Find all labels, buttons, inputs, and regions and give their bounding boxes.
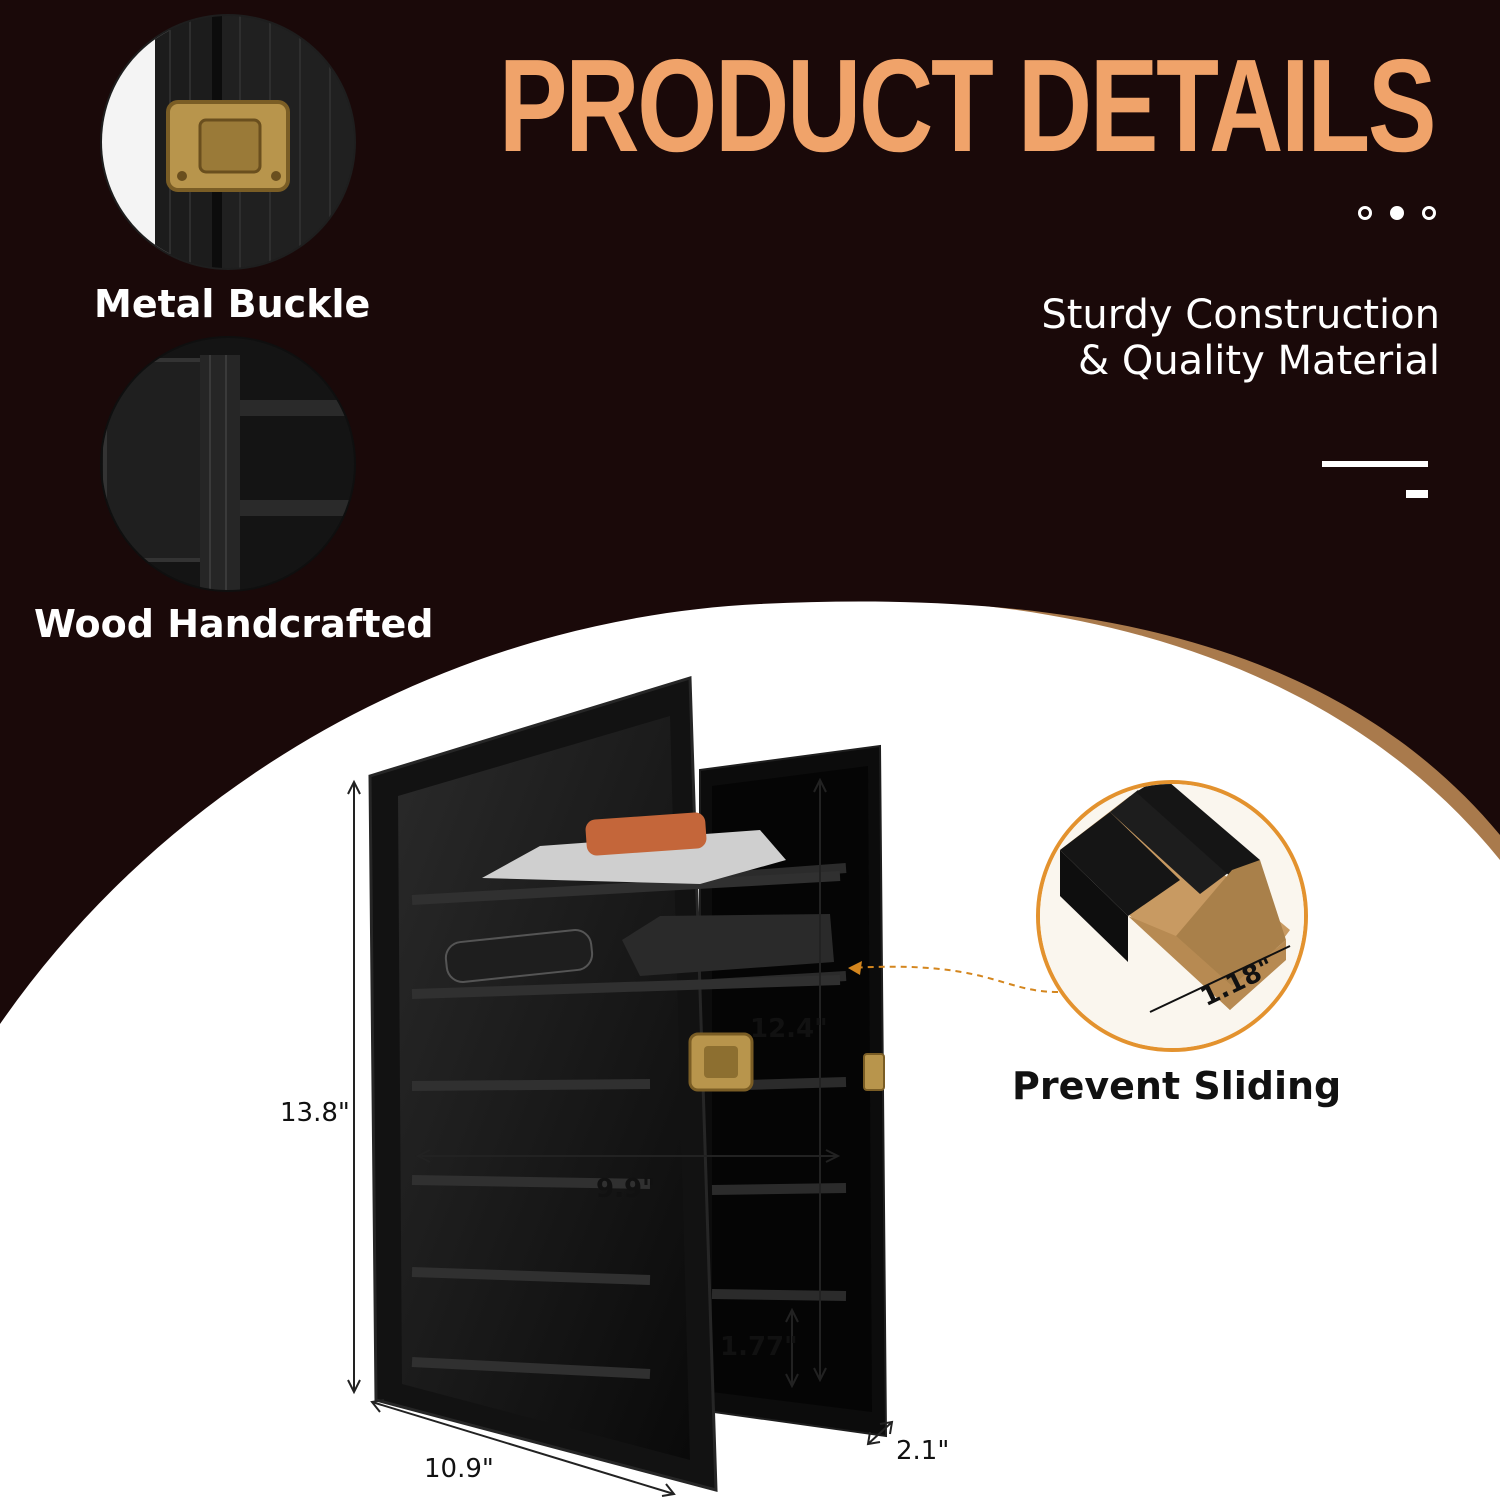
dimension-width-outer: 10.9": [424, 1454, 494, 1484]
dimension-lines: [347, 777, 894, 1497]
carousel-dot-3: [1422, 206, 1436, 220]
dimension-height-inner: 12.4": [750, 1014, 828, 1044]
dimension-width-inner: 9.9": [596, 1174, 656, 1204]
shelf-groove-detail-image: [1036, 780, 1308, 1052]
carousel-indicator: [1358, 206, 1436, 220]
display-case-illustration: [368, 675, 888, 1492]
dimension-height-outer: 13.8": [280, 1098, 350, 1128]
decorative-lines: [1322, 461, 1428, 498]
tagline: Sturdy Construction & Quality Material: [1041, 292, 1440, 384]
feature-label-wood-handcrafted: Wood Handcrafted: [34, 602, 434, 646]
dimension-depth: 2.1": [896, 1436, 950, 1466]
callout-arrow-head: [848, 961, 862, 975]
carousel-dot-2-active: [1390, 206, 1404, 220]
wood-frame-detail-image: [100, 336, 356, 592]
carousel-dot-1: [1358, 206, 1372, 220]
metal-buckle-detail-image: [100, 14, 356, 270]
tagline-line-1: Sturdy Construction: [1041, 292, 1440, 338]
tagline-line-2: & Quality Material: [1077, 338, 1440, 384]
dimension-shelf-spacing: 1.77": [720, 1332, 798, 1362]
page-title: PRODUCT DETAILS: [498, 32, 1437, 179]
feature-label-metal-buckle: Metal Buckle: [94, 282, 371, 326]
callout-label-prevent-sliding: Prevent Sliding: [1012, 1064, 1342, 1108]
